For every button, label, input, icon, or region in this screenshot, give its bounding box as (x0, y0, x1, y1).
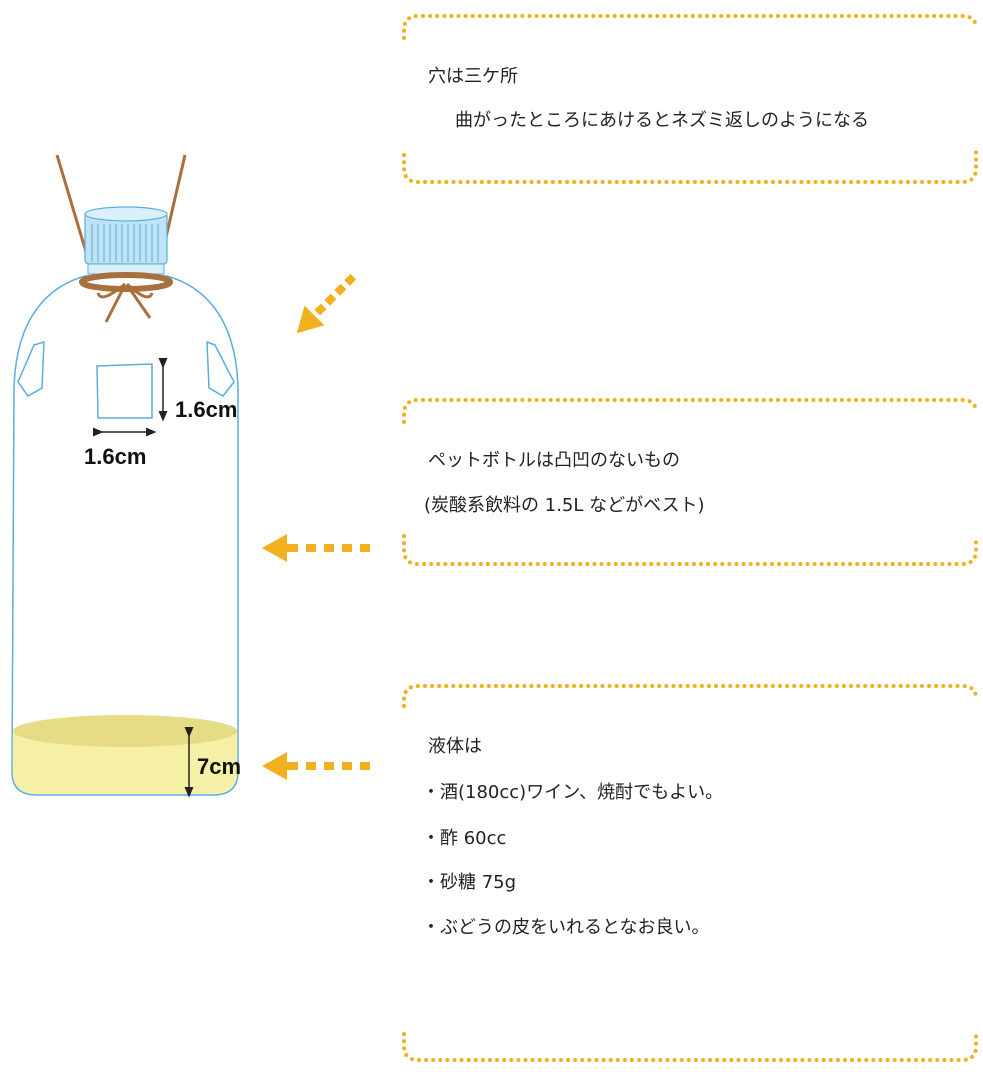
holes-note-detail: 曲がったところにあけるとネズミ返しのようになる (455, 110, 869, 131)
hole-width-label: 1.6cm (84, 444, 146, 469)
liquid (12, 715, 238, 794)
liquid-ingredient-sake: ・酒(180cc)ワイン、焼酎でもよい。 (422, 782, 724, 803)
arrow-to-bottle (262, 534, 370, 562)
bottle-cap (84, 206, 168, 275)
liquid-ingredient-vinegar: ・酢 60cc (422, 828, 507, 849)
bottle-note-detail: (炭酸系飲料の 1.5L などがベスト) (424, 495, 705, 516)
hole-right (206, 340, 235, 397)
liquid-depth-label: 7cm (197, 754, 241, 779)
liquid-ingredient-sugar: ・砂糖 75g (422, 872, 517, 893)
bottle-note-frame (402, 398, 978, 566)
liquid-note-frame (402, 684, 978, 1062)
bottle-body (11, 275, 239, 796)
bottle-note-title: ペットボトルは凸凹のないもの (428, 450, 680, 471)
neck-tie (79, 272, 173, 323)
holes-note-title: 穴は三ケ所 (428, 66, 518, 87)
liquid-ingredient-grape-skin: ・ぶどうの皮をいれるとなお良い。 (422, 917, 710, 938)
liquid-note-title: 液体は (428, 736, 482, 757)
hole-front (96, 363, 153, 419)
hole-height-label: 1.6cm (175, 397, 237, 422)
hole-left (17, 340, 45, 397)
holes-note-frame (402, 14, 978, 184)
arrow-to-liquid (262, 752, 370, 780)
arrow-to-holes (296, 273, 357, 334)
